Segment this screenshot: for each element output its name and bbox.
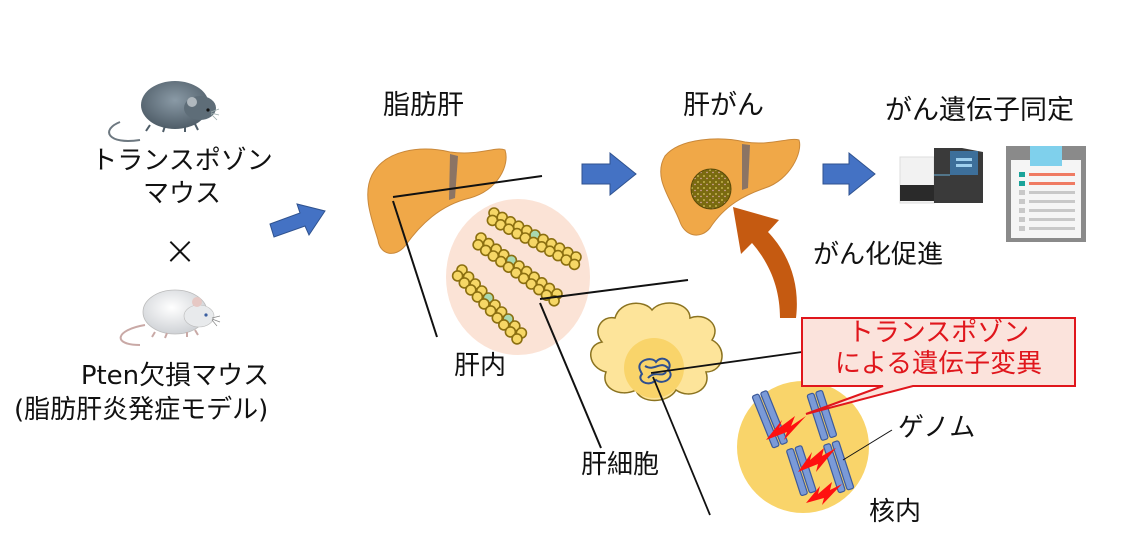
arrow-to-liver-cancer — [581, 151, 637, 197]
label-genome: ゲノム — [898, 413, 976, 443]
label-cancer-promotion: がん化促進 — [813, 240, 944, 270]
genome-pointer-line — [842, 429, 893, 461]
hepatocyte-chains — [451, 207, 582, 345]
hepatocyte-image — [590, 302, 723, 402]
hepatocyte-cell — [484, 305, 497, 317]
gray-mouse-icon — [108, 81, 220, 142]
label-liver-interior: 肝内 — [454, 351, 507, 381]
label-hepatocyte: 肝細胞 — [581, 450, 660, 480]
hepatocyte-cell — [458, 277, 471, 289]
callout-line2: による遺伝子変異 — [834, 349, 1043, 380]
liver-interior-zoom — [446, 199, 590, 355]
zoom-line — [392, 200, 438, 338]
label-nucleus-interior: 核内 — [869, 497, 922, 527]
arrow-to-gene-identification — [822, 151, 876, 197]
hepatocyte-cell — [533, 283, 545, 296]
pten-mouse-label-line1: Pten欠損マウス — [80, 361, 270, 391]
nucleus-interior-zoom — [737, 381, 869, 513]
hepatocyte-cell — [478, 298, 490, 310]
zoom-line — [392, 175, 543, 198]
hepatocyte-cell — [464, 284, 477, 296]
hepatocyte-cell — [525, 278, 538, 290]
zoom-line — [539, 302, 602, 449]
hepatocyte-cell — [502, 261, 515, 274]
hepatocyte-cell — [497, 319, 510, 331]
promotion-arrow — [733, 207, 797, 318]
transposon-mouse-label-line1: トランスポゾン — [91, 146, 273, 176]
hepatocyte-cell — [510, 266, 522, 279]
zoom-line — [650, 351, 803, 374]
callout-text: トランスポゾン による遺伝子変異 — [802, 318, 1075, 380]
chromosome — [786, 445, 817, 497]
tumor-mass — [690, 168, 732, 210]
hepatocyte-cell — [471, 291, 484, 303]
stage-title-fatty-liver: 脂肪肝 — [383, 90, 464, 121]
hepatocyte-cell — [487, 250, 500, 262]
white-mouse-icon — [119, 289, 221, 346]
transposon-mouse-label-line2: マウス — [142, 179, 221, 209]
stage-title-gene-identification: がん遺伝子同定 — [885, 95, 1074, 126]
hepatocyte-cell — [491, 312, 504, 324]
mutation-callout — [801, 317, 1076, 415]
hepatocyte-cell — [451, 270, 464, 282]
hepatocyte-cell — [479, 244, 492, 257]
hepatocyte-cell — [568, 258, 581, 271]
sequencer-icon — [899, 148, 983, 204]
mutation-lightning-icons — [766, 416, 842, 505]
arrow-to-fatty-liver — [269, 203, 326, 238]
zoom-line — [539, 279, 689, 300]
report-clipboard-icon — [1006, 146, 1086, 242]
hepatocyte-cell — [472, 239, 484, 251]
hepatocyte-cell — [504, 326, 517, 338]
pten-mouse-label-line2: (脂肪肝炎発症モデル) — [14, 395, 269, 425]
cross-symbol: × — [163, 228, 197, 274]
hepatocyte-cell — [517, 272, 530, 285]
hepatocyte-cell — [511, 333, 523, 345]
liver-cancer-image — [660, 138, 801, 236]
hepatocyte-cell — [495, 255, 507, 268]
stage-title-liver-cancer: 肝がん — [683, 90, 764, 121]
callout-line1: トランスポゾン — [847, 318, 1030, 348]
chromosome — [806, 390, 838, 441]
zoom-line — [652, 376, 711, 516]
